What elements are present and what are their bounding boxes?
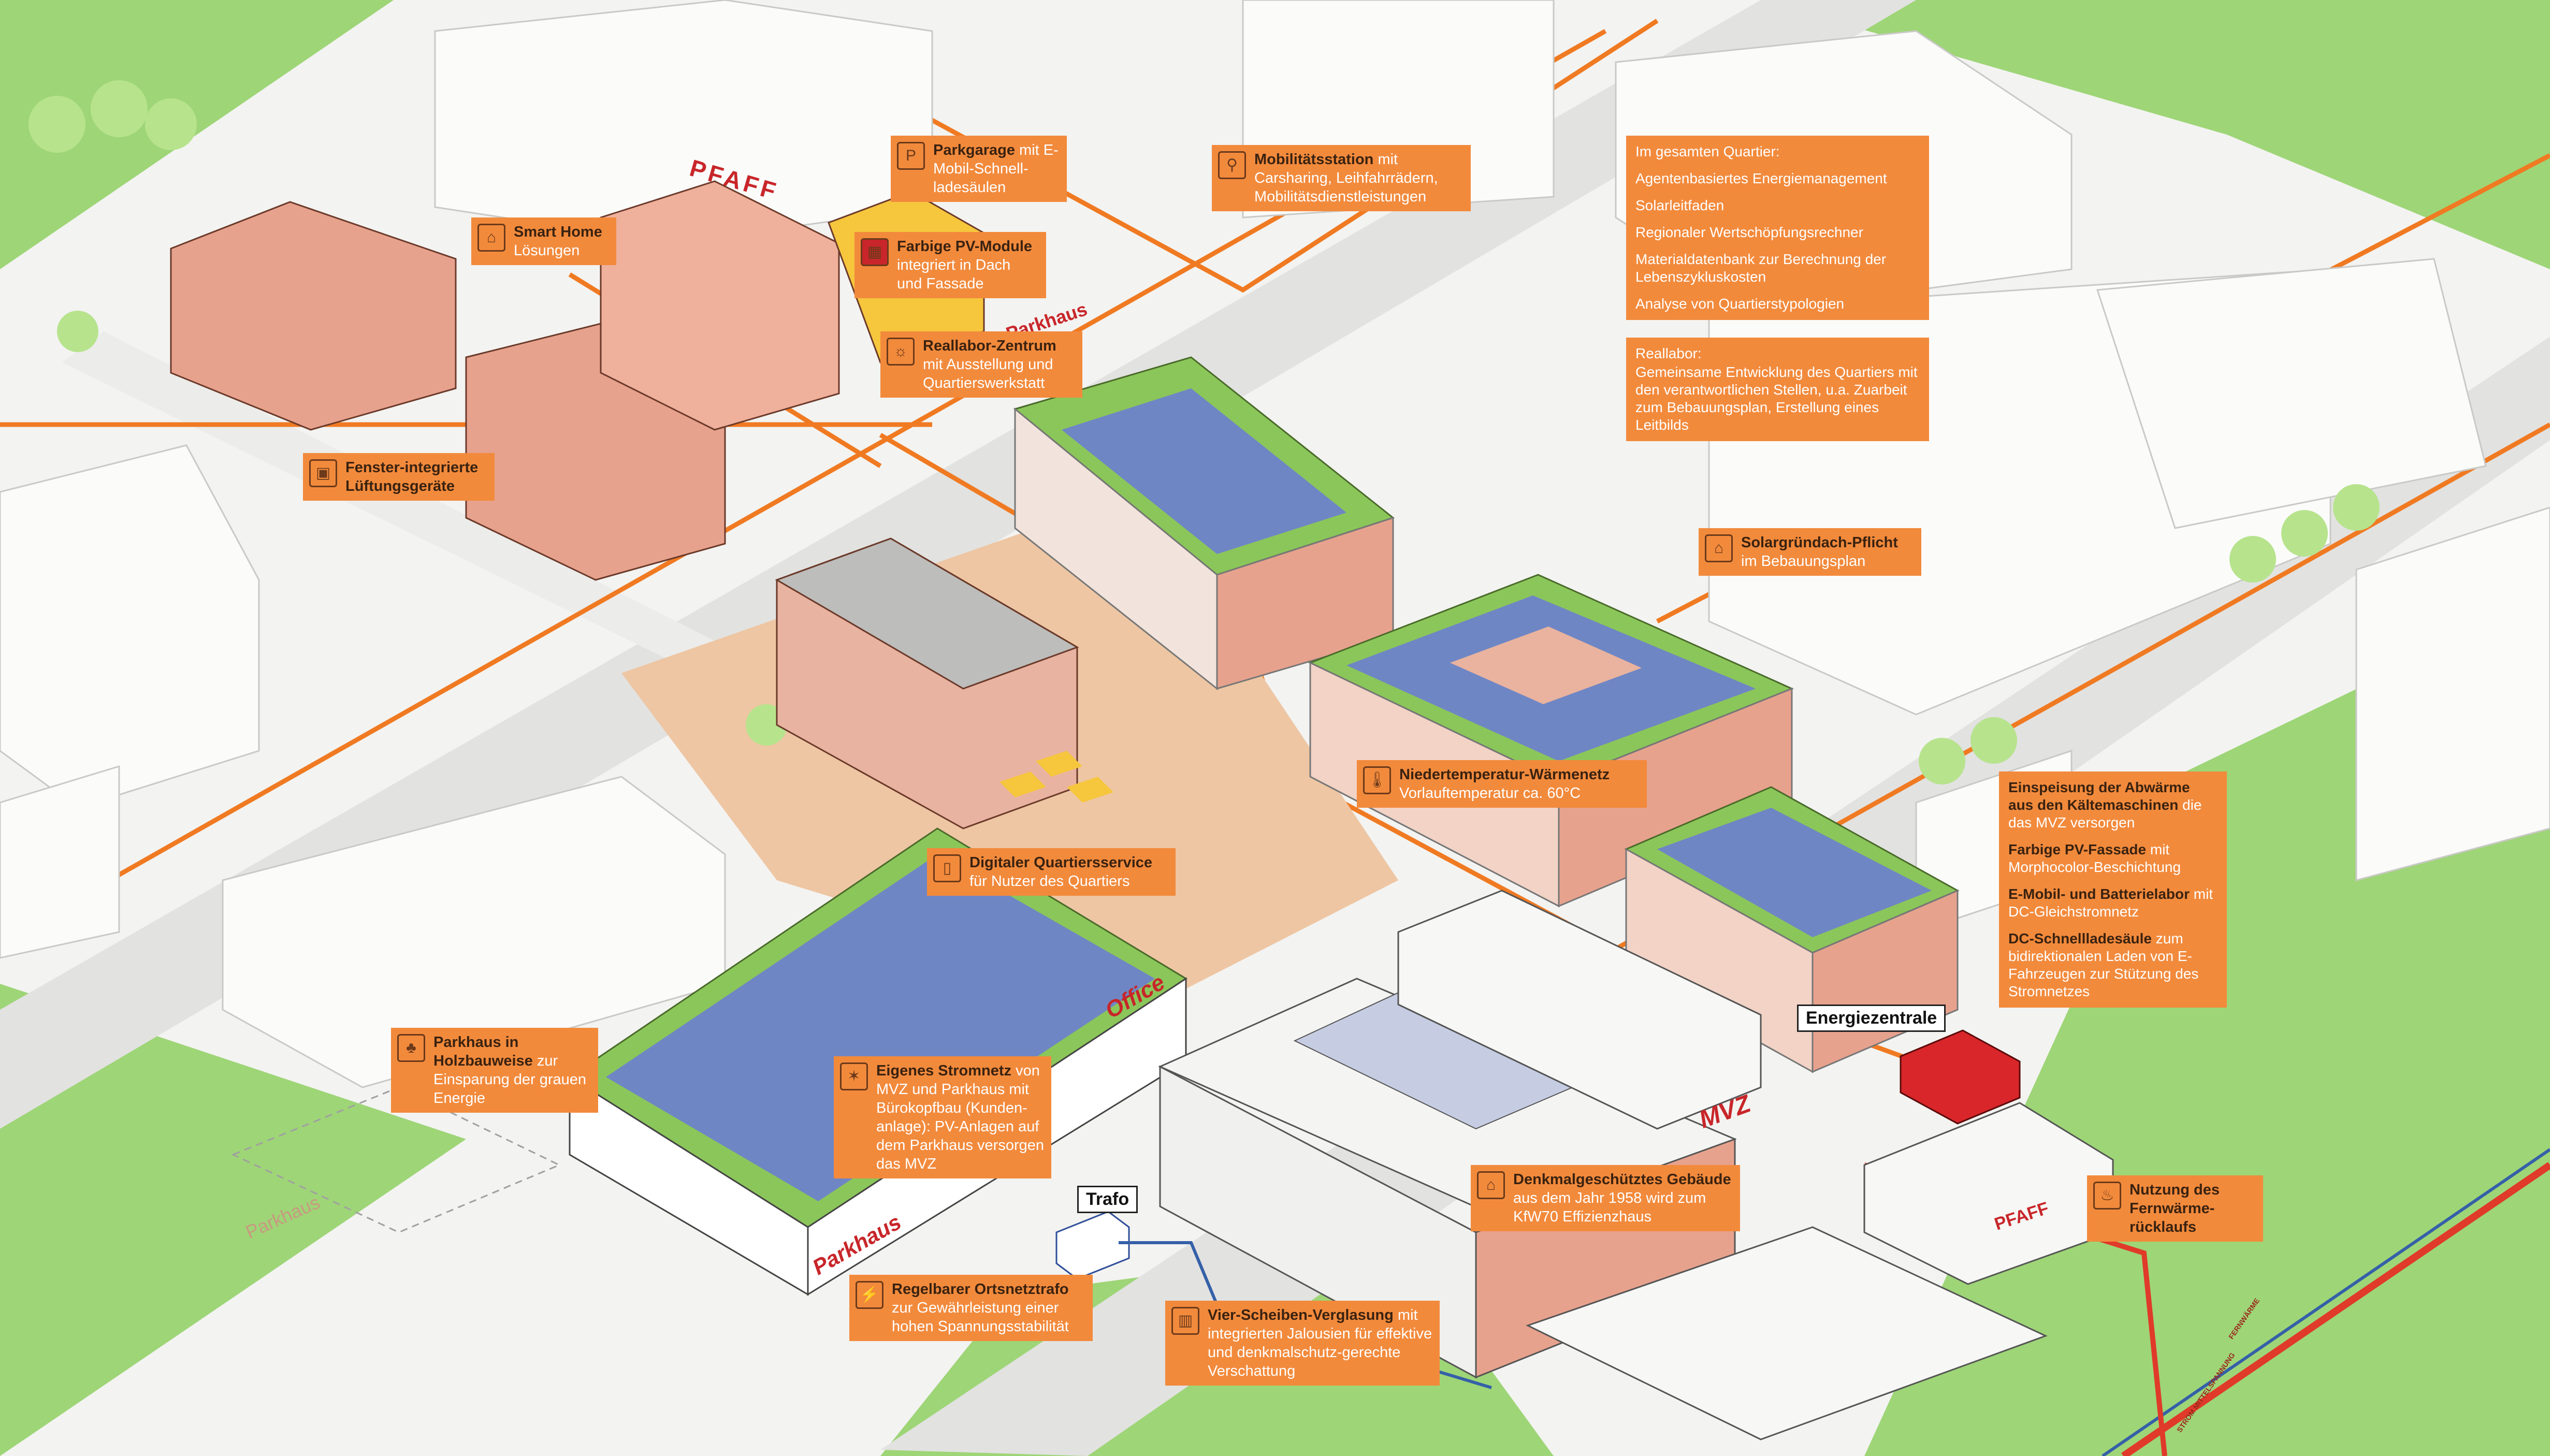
network-icon: ✶	[840, 1062, 868, 1090]
park-bottom-left	[0, 984, 466, 1456]
park-top-left	[0, 0, 394, 269]
road-left	[62, 331, 880, 751]
callout-holzbau: ♣ Parkhaus in Holzbauweise zur Einsparun…	[391, 1028, 598, 1113]
background-blocks	[0, 0, 2550, 1088]
transformer-icon: ⚡	[856, 1281, 883, 1309]
energiezentrale-building	[1900, 1029, 2021, 1125]
trafo-station	[1055, 1211, 1130, 1280]
low-building	[1526, 1226, 2048, 1440]
window-vent-icon: ▣	[309, 459, 337, 487]
solar-roof-icon: ⌂	[1705, 534, 1733, 562]
energiezentrale-label: Energiezentrale	[1797, 1004, 1946, 1032]
mobility-station-icon: ⚲	[1218, 151, 1246, 179]
energie-item-pv-fassade: Farbige PV-Fassade mit Morphocolor-Besch…	[2008, 841, 2181, 875]
monument-icon: ⌂	[1477, 1171, 1505, 1199]
tree-icon: ♣	[397, 1034, 425, 1062]
callout-pvmodule: ▦ Farbige PV-Module integriert in Dach u…	[854, 232, 1046, 298]
fernwaerme-pipe	[2121, 1162, 2550, 1456]
lightbulb-icon: ☼	[887, 338, 915, 366]
callout-smarthome: ⌂ Smart Home Lösungen	[471, 217, 616, 265]
sports-field	[1761, 0, 2550, 269]
quartier-item: Regionaler Wertschöpfungsrechner	[1635, 224, 1863, 240]
quartier-heading: Im gesamten Quartier:	[1635, 143, 1780, 159]
smartphone-icon: ▯	[933, 854, 961, 882]
smart-home-icon: ⌂	[477, 224, 505, 252]
trafo-label: Trafo	[1077, 1186, 1138, 1213]
quartier-item: Analyse von Quartierstypologien	[1635, 296, 1845, 312]
callout-stromnetz: ✶ Eigenes Stromnetz von MVZ und Parkhaus…	[834, 1056, 1051, 1178]
quartier-item: Agentenbasiertes Energiemanagement	[1635, 170, 1887, 186]
solar-panel-icon: ▦	[861, 238, 889, 266]
callout-digital: ▯ Digitaler Quartiersservice für Nutzer …	[927, 848, 1176, 896]
heat-pipe-icon: ♨	[2093, 1182, 2121, 1210]
strom-cable	[2102, 1148, 2550, 1456]
callout-solargruendach: ⌂ Solargründach-Pflicht im Bebauungsplan	[1699, 528, 1921, 576]
reallabor-panel: Reallabor: Gemeinsame Entwicklung des Qu…	[1626, 338, 1929, 441]
callout-parkgarage: P Parkgarage mit E-Mobil-Schnell-ladesäu…	[891, 136, 1067, 202]
energie-item-dc-ladesaeule: DC-Schnellladesäule zum bidirektionalen …	[2008, 930, 2199, 999]
green-roof-buildings	[1013, 356, 1960, 1073]
callout-reallabor-zentrum: ☼ Reallabor-Zentrum mit Ausstellung und …	[880, 331, 1082, 398]
glazing-icon: ▥	[1171, 1307, 1199, 1335]
reallabor-text: Gemeinsame Entwicklung des Quartiers mit…	[1635, 364, 1918, 433]
quartier-item: Solarleitfaden	[1635, 197, 1725, 213]
callout-niedertemperatur: 🌡 Niedertemperatur-Wärmenetz Vorlauftemp…	[1357, 760, 1647, 808]
callout-fernwaerme: ♨ Nutzung des Fernwärme-rücklaufs	[2087, 1175, 2263, 1242]
energie-item-batterielabor: E-Mobil- und Batterielabor mit DC-Gleich…	[2008, 886, 2213, 920]
reallabor-heading: Reallabor:	[1635, 345, 1702, 361]
callout-fenster: ▣ Fenster-integrierte Lüftungsgeräte	[303, 453, 495, 501]
quartier-item: Materialdatenbank zur Berechnung der Leb…	[1635, 251, 1887, 285]
callout-mobilitaet: ⚲ Mobilitätsstation mit Carsharing, Leih…	[1212, 145, 1471, 211]
energie-panel: Einspeisung der Abwärme aus den Kältemas…	[1999, 771, 2227, 1008]
energie-item-abwaerme: Einspeisung der Abwärme aus den Kältemas…	[2008, 779, 2202, 831]
parking-garage-icon: P	[897, 142, 925, 170]
thermometer-icon: 🌡	[1363, 766, 1391, 794]
callout-denkmal: ⌂ Denkmalgeschütztes Gebäude aus dem Jah…	[1471, 1165, 1740, 1231]
market-umbrellas	[999, 751, 1113, 803]
callout-ortsnetztrafo: ⚡ Regelbarer Ortsnetztrafo zur Gewährlei…	[849, 1275, 1093, 1341]
reallabor-hall-roof	[775, 537, 1079, 690]
quartier-panel: Im gesamten Quartier: Agentenbasiertes E…	[1626, 136, 1929, 320]
callout-verglasung: ▥ Vier-Scheiben-Verglasung mit integrier…	[1165, 1301, 1440, 1386]
